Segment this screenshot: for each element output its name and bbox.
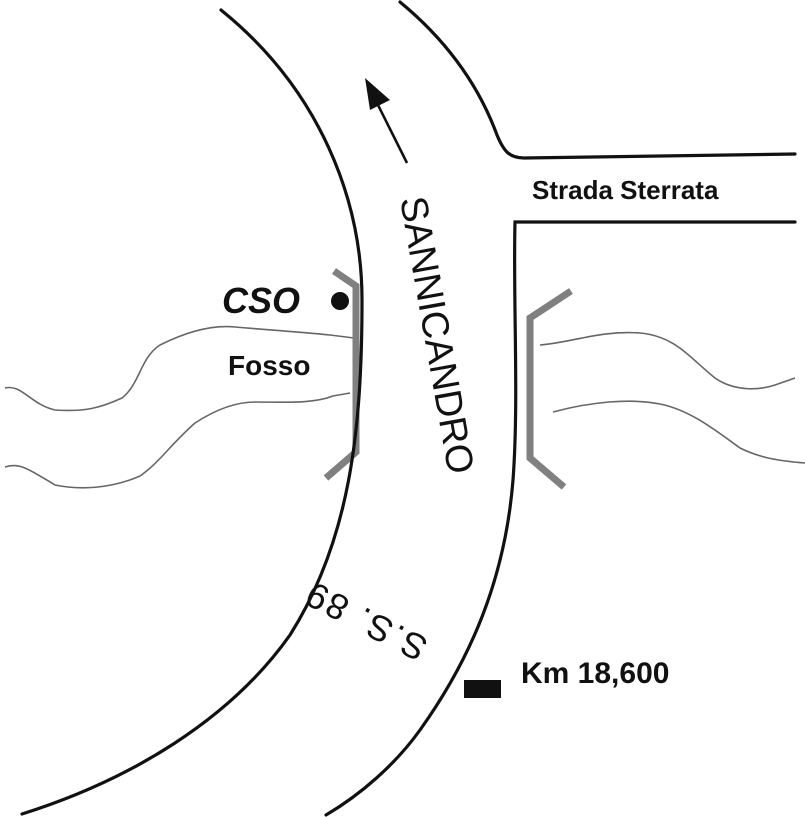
bridge [323,268,573,490]
stream-bank-left-lower [4,392,351,489]
road-edge-west [20,8,364,816]
bridge-parapet-left [323,268,360,481]
filled-rectangle-icon [464,680,501,698]
bridge-parapet-right [526,288,573,490]
point-label-cso: CSO [222,280,300,321]
filled-circle-icon [331,292,349,310]
stream-fosso [4,325,805,489]
stream-label: Fosso [228,350,310,381]
side-road-label: Strada Sterrata [532,175,719,205]
stream-bank-right-upper [539,331,796,390]
side-road-south-edge [324,220,797,817]
road-edge-east-north [398,0,797,160]
arrow-up-left-icon [365,78,409,164]
stream-bank-left-upper [4,325,355,412]
road-ss89 [20,0,797,817]
km-label: Km 18,600 [521,657,669,690]
stream-bank-right-lower [552,400,805,464]
